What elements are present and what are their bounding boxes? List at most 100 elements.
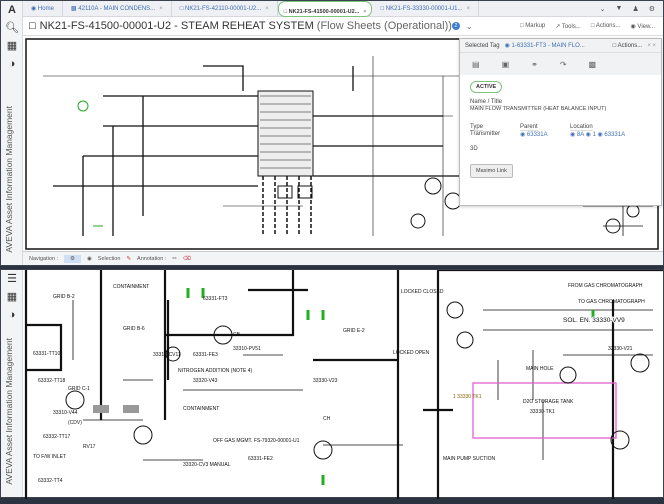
aveva-logo: A — [8, 4, 16, 16]
diagram-label: LOCKED OPEN — [393, 350, 430, 356]
panel-actions-button[interactable]: □ Actions... — [612, 42, 643, 49]
image-icon[interactable]: ▩ — [588, 59, 597, 69]
search-icon[interactable]: 🔍︎ — [5, 22, 19, 34]
diagram-label: 63331-TT10 — [33, 351, 60, 357]
tools-button[interactable]: ↗ Tools... — [555, 23, 581, 30]
tank-tag: 33330-TK1 — [530, 409, 555, 415]
diagram-label: MAIN HOLE — [526, 366, 554, 372]
annotation-label: Annotation : — [137, 255, 167, 262]
diagram-label: FROM GAS CHROMATOGRAPH — [568, 283, 643, 289]
diagram-label: 33320-V43 — [193, 378, 218, 384]
diagram-drawing — [25, 38, 659, 250]
actions-button[interactable]: □ Actions... — [590, 22, 621, 29]
diagram-label: 33310-V44 — [53, 410, 78, 416]
diagram-label: GRID C-1 — [68, 386, 90, 392]
diagram-label: NITROGEN ADDITION (NOTE 4) — [178, 368, 253, 374]
flow-sheet-diagram-lower[interactable]: CONTAINMENT GRID B-2 63331-TT10 63332-TT… — [23, 268, 664, 499]
tab-nk21-42110[interactable]: □ NK21-FS-42110-00001-U2...× — [172, 0, 278, 17]
tab-home[interactable]: ◉ Home — [23, 0, 63, 17]
markup-button[interactable]: □ Markup — [519, 22, 546, 29]
diagram-label: GRID B-6 — [123, 326, 145, 332]
diagram-label: 33330-V21 — [608, 346, 633, 352]
location-label: Location — [570, 124, 593, 131]
diagram-label: 33310-CV11 — [153, 352, 181, 358]
diagram-label: RV17 — [83, 444, 96, 450]
selected-tag-link[interactable]: ◉ 1-63331-FT3 - MAIN FLO... — [504, 43, 585, 49]
name-label: Name / Title — [470, 99, 503, 106]
diagram-label: GRID B-2 — [53, 294, 75, 300]
left-rail-lower: ☰ ▦ ◑ AVEVA Asset Information Management — [1, 270, 23, 497]
diagram-label: 1 33330 TK1 — [453, 394, 482, 400]
app-name-vertical: AVEVA Asset Information Management — [4, 106, 14, 253]
diagram-label: 33310-PV51 — [233, 346, 261, 352]
close-icon[interactable]: × × — [647, 42, 656, 49]
link-icon[interactable]: ⚭ — [531, 59, 538, 69]
documents-icon[interactable]: ▣ — [501, 59, 510, 69]
location-link[interactable]: ◉ 8A ◉ 1 ◉ 63331A — [570, 132, 626, 138]
diagram-label: 63332-TT4 — [38, 478, 63, 484]
tab-nk21-33330[interactable]: □ NK21-FS-33330-00001-U1...× — [372, 0, 480, 17]
diagram-label: 63331-FE2 — [248, 456, 273, 462]
select-tool[interactable]: ✎ — [126, 255, 132, 262]
left-rail: A 🔍︎ ▦ ◑ AVEVA Asset Information Managem… — [1, 1, 23, 265]
diagram-label: CONTAINMENT — [113, 284, 149, 290]
diagram-label: TO GAS CHROMATOGRAPH — [578, 299, 645, 305]
diagram-label: 63332-TT18 — [38, 378, 65, 384]
tab-bar: ◉ Home ▩ 42110A - MAIN CONDENS...× □ NK2… — [23, 0, 663, 17]
gear-icon[interactable]: ⚙ — [648, 5, 655, 13]
diagram-label: SOL. EN. 33330-VV9 — [563, 317, 625, 324]
notification-badge[interactable]: 2 — [451, 22, 460, 30]
upper-window: A 🔍︎ ▦ ◑ AVEVA Asset Information Managem… — [0, 0, 664, 266]
theme-icon[interactable]: ◑ — [8, 58, 16, 70]
app-name-vertical: AVEVA Asset Information Management — [4, 338, 14, 485]
page-title: NK21-FS-41500-00001-U2 - STEAM REHEAT SY… — [39, 20, 452, 32]
navigation-toolbar: Navigation : ⚙ ◉ Selection ✎ Annotation … — [23, 251, 663, 265]
zoom-tool[interactable]: ◉ — [86, 255, 92, 262]
diagram-label: 63332-TT17 — [43, 434, 70, 440]
panel-title: Selected Tag — [465, 42, 500, 49]
diagram-label: TO F/W INLET — [33, 454, 66, 460]
pan-tool[interactable]: ⚙ — [64, 254, 81, 263]
panel-icon[interactable]: ▦ — [6, 40, 18, 52]
diagram-label: GRID E-2 — [343, 328, 365, 334]
parent-link[interactable]: ◉ 63331A — [520, 132, 548, 138]
name-value: MAIN FLOW TRANSMITTER (HEAT BALANCE INPU… — [470, 106, 607, 112]
diagram-label: (CDV) — [68, 420, 82, 426]
tab-nk21-41500[interactable]: □ NK21-FS-41500-00001-U2...× — [277, 0, 373, 17]
view-button[interactable]: ◉ View... — [630, 23, 655, 30]
diagram-label: CONTAINMENT — [183, 406, 219, 412]
diagram-label: 63331-FE3 — [193, 352, 218, 358]
eraser-tool[interactable]: ⌫ — [183, 255, 191, 262]
export-icon[interactable]: ↷ — [559, 59, 567, 69]
diagram-label: MAIN PUMP SUCTION — [443, 456, 496, 462]
selected-tag-panel: Selected Tag ◉ 1-63331-FT3 - MAIN FLO... □… — [459, 38, 662, 206]
parent-label: Parent — [520, 124, 538, 131]
panel-icon[interactable]: ▦ — [6, 291, 18, 303]
user-icon[interactable]: ♟ — [632, 5, 639, 13]
status-badge: ACTIVE — [470, 81, 503, 93]
diagram-label: OFF GAS MGMT. FS-79320-00001-U1 — [213, 438, 300, 444]
diagram-label: CB — [233, 332, 241, 338]
3d-label: 3D — [470, 146, 478, 152]
theme-icon[interactable]: ◑ — [8, 309, 16, 321]
tab-main-condens[interactable]: ▩ 42110A - MAIN CONDENS...× — [63, 0, 172, 17]
diagram-label: CH — [323, 416, 331, 422]
pen-tool[interactable]: ✏ — [172, 255, 178, 262]
diagram-drawing-lower: CONTAINMENT GRID B-2 63331-TT10 63332-TT… — [24, 268, 663, 499]
document-header: □ NK21-FS-41500-00001-U2 - STEAM REHEAT … — [23, 17, 663, 36]
selection-button[interactable]: Selection — [97, 255, 121, 262]
document-icon: □ — [29, 20, 36, 32]
diagram-label: 33320-CV3 MANUAL — [183, 462, 231, 468]
maximo-link-button[interactable]: Maximo Link — [470, 164, 513, 178]
details-icon[interactable]: ▤ — [472, 59, 480, 69]
chevron-down-icon[interactable]: ⌄ — [599, 5, 606, 13]
tank-label: D2O STORAGE TANK — [523, 399, 574, 405]
navigation-label: Navigation : — [29, 255, 59, 262]
type-value: Transmitter — [470, 131, 501, 137]
diagram-label: LOCKED CLOSED — [401, 289, 444, 295]
menu-icon[interactable]: ☰ — [7, 273, 17, 285]
type-label: Type — [470, 124, 484, 131]
chevron-down-icon[interactable]: ⌄ — [465, 21, 473, 31]
filter-icon[interactable]: ▼ — [615, 4, 623, 12]
diagram-label: 33330-V23 — [313, 378, 338, 384]
